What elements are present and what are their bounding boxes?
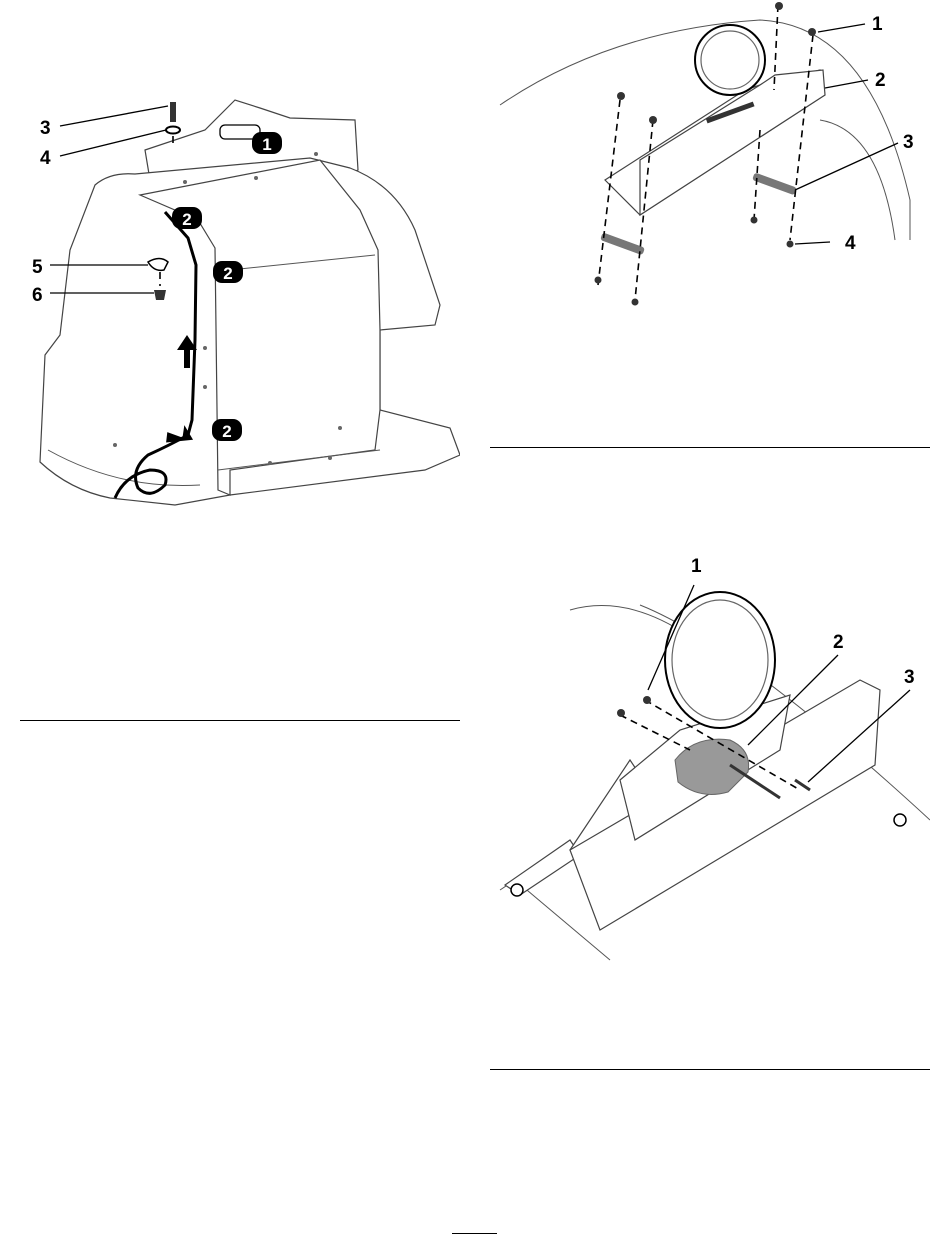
section-divider-right-top: [490, 447, 930, 448]
figure-bracket-straps-drawing: 1 2 3 4: [490, 0, 930, 320]
svg-text:2: 2: [182, 210, 191, 229]
svg-text:2: 2: [223, 264, 232, 283]
nut-icon: [617, 709, 625, 717]
callout-4: 4: [40, 148, 51, 169]
callout-1: 1: [872, 14, 883, 35]
leader-line: [825, 80, 868, 88]
figure-bracket-straps: 1 2 3 4: [490, 0, 930, 320]
leader-line: [795, 143, 898, 190]
light-ring: [695, 25, 765, 95]
callout-5: 5: [32, 257, 43, 278]
figure-light-mount-drawing: 1 2 3: [490, 550, 930, 970]
callout-4: 4: [845, 233, 856, 254]
bolt-head: [894, 814, 906, 826]
nut-icon: [154, 290, 166, 300]
svg-text:1: 1: [262, 135, 271, 154]
badge-2-top: 2: [172, 207, 202, 229]
leader-line: [795, 242, 830, 244]
bolt-icon: [170, 102, 176, 122]
callout-6: 6: [32, 285, 43, 306]
strap-right: [752, 172, 797, 195]
page-footer-rule: [452, 1233, 497, 1234]
callout-2: 2: [833, 632, 844, 653]
figure-hopper-harness: 3 4 5 6 1 2 2 2: [20, 90, 460, 530]
section-divider-right-bottom: [490, 1069, 930, 1070]
figure-hopper-harness-drawing: 3 4 5 6 1 2 2 2: [20, 90, 460, 530]
washer-icon: [166, 127, 180, 134]
callout-3: 3: [904, 667, 915, 688]
strap-left: [600, 232, 645, 255]
figure-light-mount: 1 2 3: [490, 550, 930, 970]
leader-line: [818, 24, 865, 32]
bolt-head: [511, 884, 523, 896]
callout-1: 1: [691, 556, 702, 577]
badge-1: 1: [252, 132, 282, 154]
callout-3: 3: [903, 132, 914, 153]
nut-icon: [643, 696, 651, 704]
badge-2-bottom: 2: [212, 419, 242, 441]
callout-2: 2: [875, 70, 886, 91]
hopper-outline-inner: [820, 120, 895, 240]
section-divider-left: [20, 720, 460, 721]
badge-2-middle: 2: [213, 261, 243, 283]
callout-3: 3: [40, 118, 51, 139]
leader-line: [60, 106, 168, 126]
bolt-dash-line: [790, 35, 813, 240]
svg-text:2: 2: [222, 422, 231, 441]
